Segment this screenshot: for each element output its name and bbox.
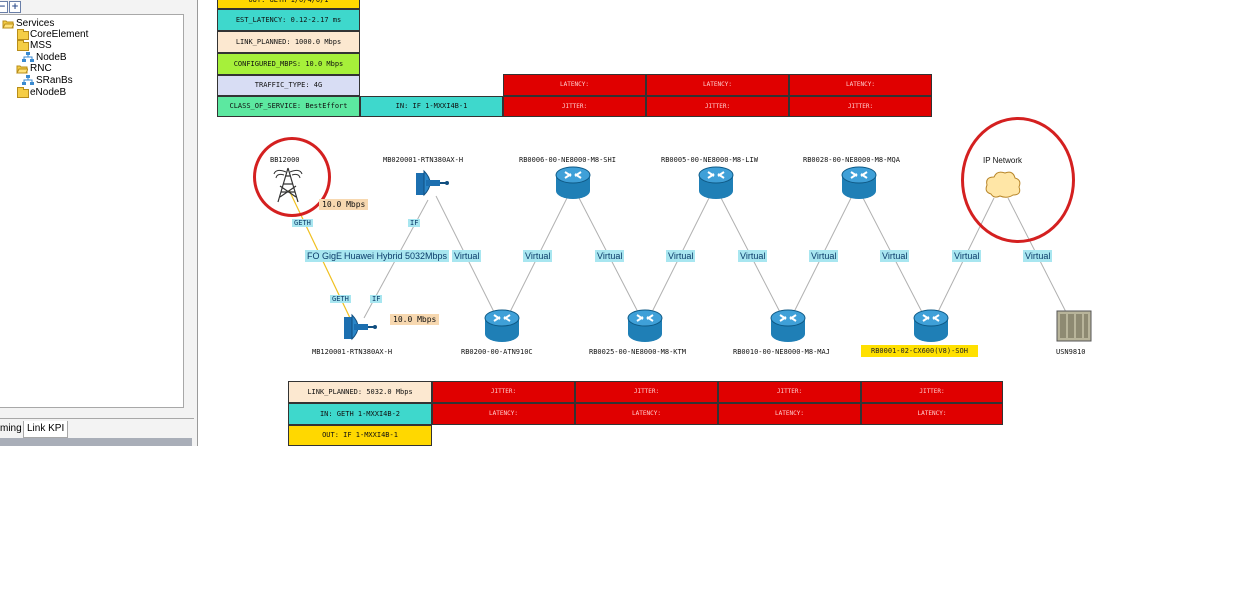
link-label-virtual: Virtual	[952, 250, 982, 262]
microwave-icon[interactable]	[340, 309, 378, 345]
link-label-virtual: Virtual	[666, 250, 696, 262]
node-label-rb0028: RB0028-00-NE8000-M8-MQA	[803, 156, 900, 164]
expand-icon[interactable]: +	[9, 1, 21, 13]
link-label-virtual: Virtual	[523, 250, 553, 262]
tree-item-label: CoreElement	[30, 29, 89, 40]
node-label-usn9810: USN9810	[1056, 348, 1086, 356]
highlight-circle	[961, 117, 1075, 243]
kpi-jitter-cell: JITTER:	[718, 381, 861, 403]
node-label-bb12000: BB12000	[270, 156, 300, 164]
link-label-geth: GETH	[330, 295, 351, 303]
kpi-in-cell: IN: IF 1-MXXI4B-1	[360, 96, 503, 117]
kpi-jitter-cell: JITTER:	[432, 381, 575, 403]
kpi-link-planned-cell: LINK_PLANNED: 5032.0 Mbps	[288, 381, 432, 403]
router-icon[interactable]	[770, 308, 806, 344]
node-label-rb0001: RB0001-02-CX600(V8)-SOH	[861, 345, 978, 357]
router-icon[interactable]	[484, 308, 520, 344]
tree-item-label: RNC	[30, 63, 52, 74]
tree-item-label: Services	[16, 18, 55, 29]
link-label-fo-gige: FO GigE	[305, 250, 345, 262]
kpi-latency-cell: LATENCY:	[718, 403, 861, 425]
node-label-rb0005: RB0005-00-NE8000-M8-LIW	[661, 156, 758, 164]
kpi-jitter-cell: JITTER:	[861, 381, 1003, 403]
tree-item-label: SRanBs	[36, 75, 73, 86]
folder-open-icon	[2, 18, 15, 29]
kpi-out-cell: OUT: IF 1-MXXI4B-1	[288, 425, 432, 446]
services-panel: − + Services CoreElement MSS	[0, 0, 198, 446]
network-node-icon	[22, 75, 34, 86]
node-label-mb120001: MB120001-RTN380AX-H	[312, 348, 393, 356]
microwave-icon[interactable]	[412, 165, 450, 201]
kpi-latency-cell: LATENCY:	[575, 403, 718, 425]
router-icon[interactable]	[698, 165, 734, 201]
link-label-geth: GETH	[292, 219, 313, 227]
folder-icon	[16, 40, 29, 51]
router-icon[interactable]	[913, 308, 949, 344]
link-label-virtual: Virtual	[809, 250, 839, 262]
tree-toolbar: − +	[0, 0, 190, 14]
link-label-if: IF	[408, 219, 421, 227]
kpi-class-of-service-cell: CLASS_OF_SERVICE: BestEffort	[217, 96, 360, 117]
panel-tabbar: ming Link KPI	[0, 418, 194, 439]
kpi-latency-cell: LATENCY:	[432, 403, 575, 425]
highlight-circle	[253, 137, 331, 217]
link-label-if: IF	[370, 295, 383, 303]
kpi-est-latency-cell: EST_LATENCY: 0.12-2.17 ms	[217, 9, 360, 31]
node-label-mb020001: MB020001-RTN380AX-H	[383, 156, 464, 164]
kpi-out-cell: OUT: GETH 1/0/4/0/1	[217, 0, 360, 9]
services-tree: Services CoreElement MSS NodeB RNC	[0, 14, 184, 408]
horizontal-scrollbar[interactable]	[0, 438, 192, 446]
network-node-icon	[22, 52, 34, 63]
link-label-huawei-hybrid: Huawei Hybrid 5032Mbps	[342, 250, 450, 262]
rate-label: 10.0 Mbps	[390, 314, 440, 325]
kpi-latency-cell: LATENCY:	[861, 403, 1003, 425]
kpi-latency-cell: LATENCY:	[646, 74, 789, 96]
link-label-virtual: Virtual	[595, 250, 625, 262]
kpi-link-planned-cell: LINK_PLANNED: 1000.0 Mbps	[217, 31, 360, 53]
node-label-rb0006: RB0006-00-NE8000-M8-SHI	[519, 156, 616, 164]
router-icon[interactable]	[555, 165, 591, 201]
kpi-latency-cell: LATENCY:	[789, 74, 932, 96]
node-label-rb0025: RB0025-00-NE8000-M8-KTM	[589, 348, 686, 356]
kpi-configured-mbps-cell: CONFIGURED_MBPS: 10.0 Mbps	[217, 53, 360, 75]
rate-label: 10.0 Mbps	[319, 199, 369, 210]
link-label-virtual: Virtual	[1023, 250, 1053, 262]
server-icon[interactable]	[1056, 309, 1092, 343]
folder-icon	[16, 87, 29, 98]
node-label-ip-network: IP Network	[983, 156, 1022, 165]
kpi-jitter-cell: JITTER:	[575, 381, 718, 403]
link-label-virtual: Virtual	[880, 250, 910, 262]
kpi-traffic-type-cell: TRAFFIC_TYPE: 4G	[217, 75, 360, 96]
kpi-jitter-cell: JITTER:	[789, 96, 932, 117]
tower-icon[interactable]	[270, 164, 306, 204]
collapse-icon[interactable]: −	[0, 1, 8, 13]
tab-link-kpi[interactable]: Link KPI	[23, 421, 69, 438]
router-icon[interactable]	[627, 308, 663, 344]
link-label-virtual: Virtual	[452, 250, 482, 262]
kpi-latency-cell: LATENCY:	[503, 74, 646, 96]
cloud-icon[interactable]	[983, 168, 1023, 200]
kpi-in-cell: IN: GETH 1-MXXI4B-2	[288, 403, 432, 425]
tree-item-label: NodeB	[36, 52, 67, 63]
kpi-jitter-cell: JITTER:	[503, 96, 646, 117]
router-icon[interactable]	[841, 165, 877, 201]
folder-icon	[16, 29, 29, 40]
node-label-rb0010: RB0010-00-NE8000-M8-MAJ	[733, 348, 830, 356]
kpi-jitter-cell: JITTER:	[646, 96, 789, 117]
tab-timing[interactable]: ming	[0, 423, 22, 434]
node-label-rb0200: RB0200-00-ATN910C	[461, 348, 533, 356]
link-label-virtual: Virtual	[738, 250, 768, 262]
tree-item-label: eNodeB	[30, 87, 67, 98]
folder-open-icon	[16, 63, 29, 74]
tree-item-label: MSS	[30, 40, 52, 51]
